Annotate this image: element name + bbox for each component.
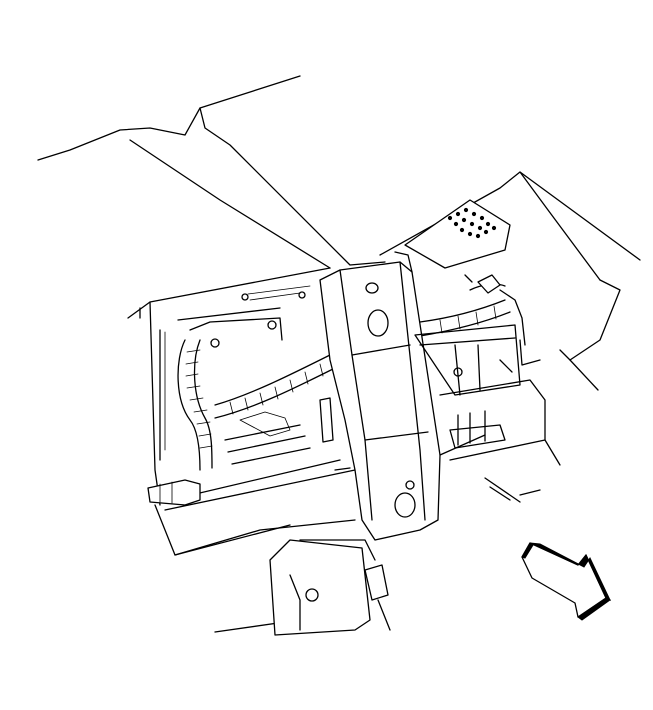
center-bracket <box>269 251 486 636</box>
direction-arrow-icon <box>521 542 612 621</box>
grille-holes <box>447 207 497 239</box>
wiring-harness <box>147 274 526 506</box>
speaker-grille <box>404 199 511 269</box>
right-module <box>414 324 561 503</box>
